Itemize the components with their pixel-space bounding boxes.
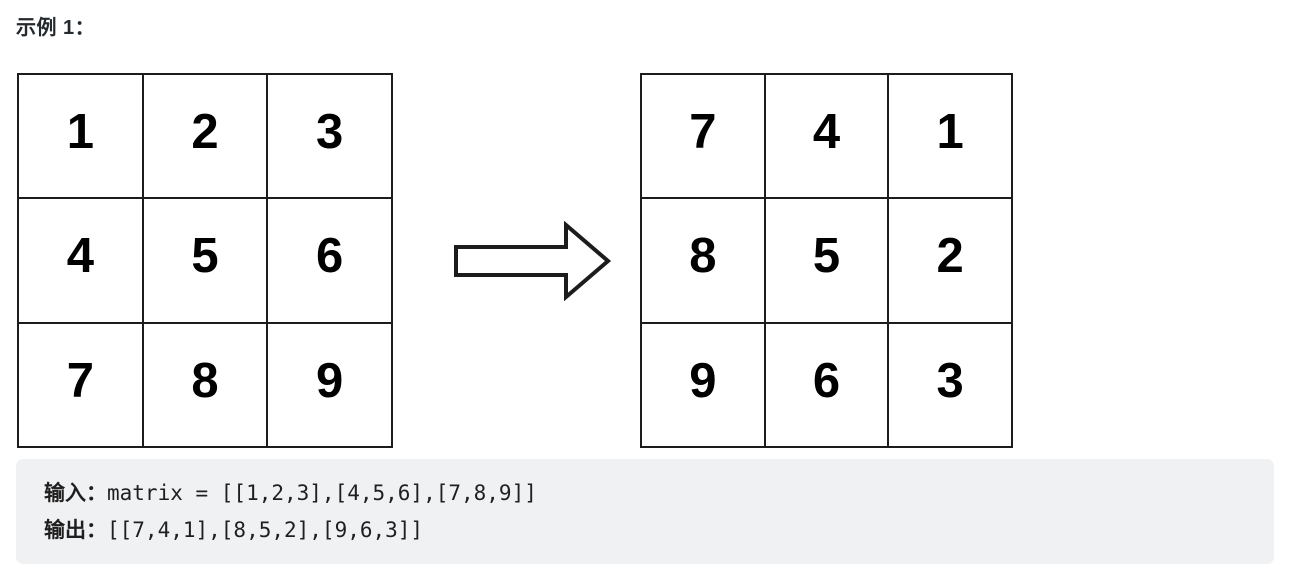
cell-value: 3 <box>936 353 964 408</box>
matrix-cell: 2 <box>889 199 1011 322</box>
cell-value: 6 <box>316 229 344 284</box>
cell-value: 8 <box>689 229 717 284</box>
matrix-cell: 8 <box>143 323 267 446</box>
rotate-matrix-figure: 1 2 3 4 5 6 7 8 9 7 <box>0 71 1292 451</box>
cell-value: 3 <box>316 105 344 160</box>
matrix-cell: 6 <box>765 323 888 446</box>
matrix-cell: 9 <box>268 323 391 446</box>
matrix-cell: 1 <box>19 75 142 198</box>
cell-value: 1 <box>936 105 964 160</box>
matrix-cell: 2 <box>143 75 267 198</box>
matrix-cell: 3 <box>889 323 1011 446</box>
input-matrix-grid: 1 2 3 4 5 6 7 8 9 <box>17 73 393 448</box>
right-arrow-outline-icon <box>452 221 612 301</box>
matrix-cell: 5 <box>143 199 267 322</box>
output-matrix-grid: 7 4 1 8 5 2 9 6 3 <box>640 73 1013 448</box>
cell-value: 5 <box>191 229 219 284</box>
cell-value: 7 <box>66 353 94 408</box>
cell-value: 1 <box>66 105 94 160</box>
input-value: matrix = [[1,2,3],[4,5,6],[7,8,9]] <box>107 481 537 505</box>
io-code-block: 输入：matrix = [[1,2,3],[4,5,6],[7,8,9]] 输出… <box>16 459 1274 564</box>
matrix-cell: 4 <box>765 75 888 198</box>
page-title: 示例 1： <box>16 17 96 39</box>
cell-value: 2 <box>191 105 219 160</box>
matrix-cell: 7 <box>19 323 142 446</box>
input-line: 输入：matrix = [[1,2,3],[4,5,6],[7,8,9]] <box>44 475 1274 512</box>
output-line: 输出：[[7,4,1],[8,5,2],[9,6,3]] <box>44 512 1274 549</box>
matrix-cell: 6 <box>268 199 391 322</box>
matrix-cell: 7 <box>642 75 764 198</box>
matrix-cell: 9 <box>642 323 764 446</box>
cell-value: 9 <box>689 353 717 408</box>
cell-value: 8 <box>191 353 219 408</box>
matrix-cell: 4 <box>19 199 142 322</box>
output-value: [[7,4,1],[8,5,2],[9,6,3]] <box>107 518 424 542</box>
matrix-cell: 5 <box>765 199 888 322</box>
cell-value: 4 <box>66 229 94 284</box>
matrix-cell: 3 <box>268 75 391 198</box>
matrix-cell: 1 <box>889 75 1011 198</box>
output-label: 输出： <box>44 518 107 542</box>
cell-value: 6 <box>812 353 841 408</box>
cell-value: 9 <box>316 353 344 408</box>
matrix-cell: 8 <box>642 199 764 322</box>
input-label: 输入： <box>44 481 107 505</box>
cell-value: 4 <box>812 105 841 160</box>
cell-value: 5 <box>812 229 841 284</box>
cell-value: 2 <box>936 229 964 284</box>
cell-value: 7 <box>689 105 717 160</box>
